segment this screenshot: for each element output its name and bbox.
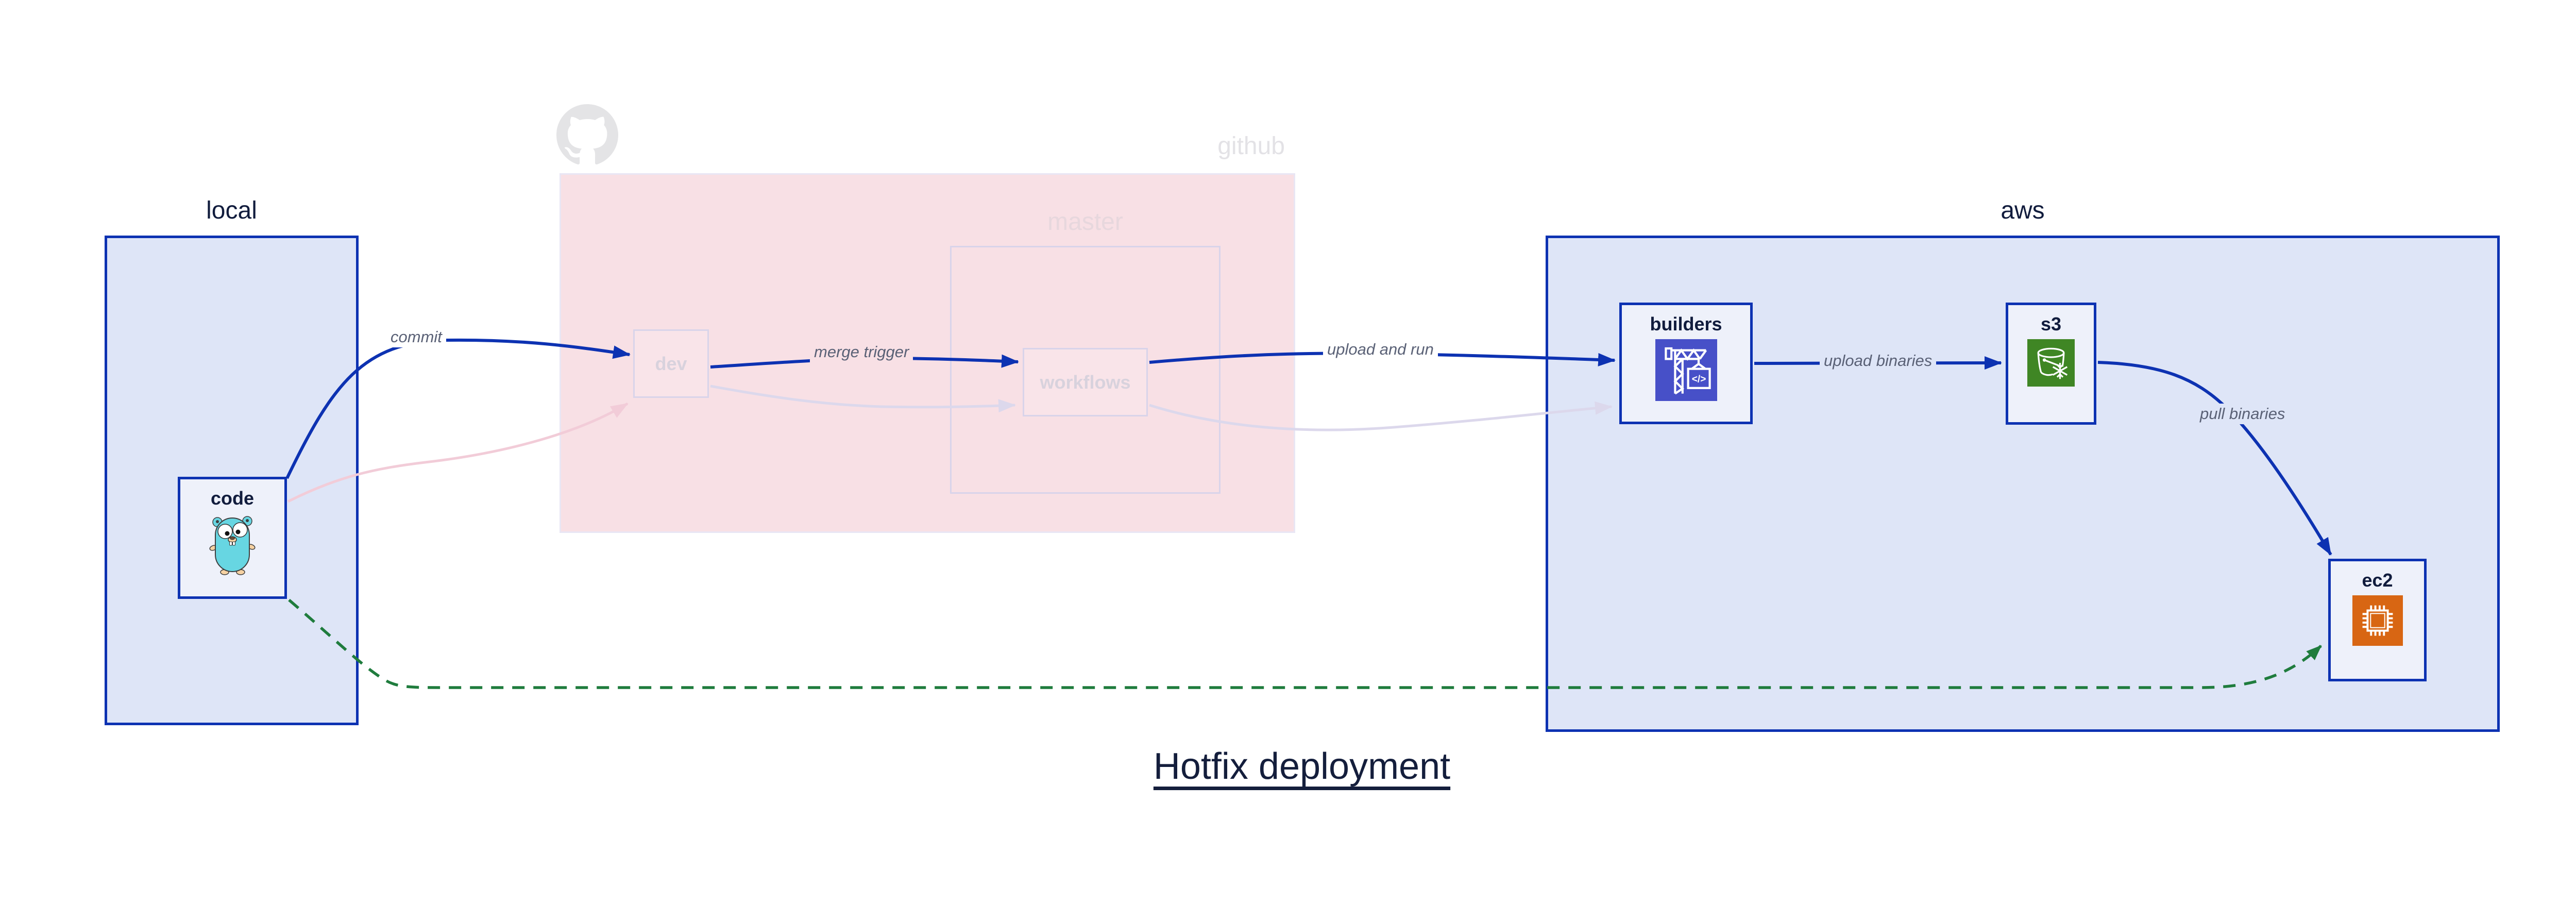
node-ec2: ec2	[2328, 559, 2427, 681]
edge-label-upload-binaries: upload binaries	[1820, 350, 1937, 371]
diagram-title: Hotfix deployment	[1153, 746, 1451, 787]
svg-text:</>: </>	[1691, 374, 1706, 385]
edge-hotfix-dashed-line	[288, 598, 2322, 689]
node-workflows-label: workflows	[1040, 371, 1131, 393]
edge-workflows-builders-faded	[1149, 401, 1613, 431]
edge-label-commit: commit	[386, 327, 446, 347]
octocat-icon	[556, 104, 618, 165]
edge-label-upload-and-run: upload and run	[1323, 339, 1438, 360]
node-dev-label: dev	[655, 353, 687, 374]
node-code-label: code	[210, 488, 255, 509]
edge-code-dev-faded	[287, 402, 629, 503]
node-dev: dev	[633, 329, 709, 398]
ec2-chip-icon	[2352, 595, 2403, 646]
container-label-github: github	[1217, 132, 1285, 160]
container-label-master: master	[1047, 208, 1123, 236]
node-s3-label: s3	[2040, 313, 2062, 335]
gopher-icon	[209, 516, 256, 575]
edge-dev-workflows-faded	[710, 385, 1016, 413]
container-master	[950, 246, 1221, 494]
node-workflows: workflows	[1023, 348, 1148, 416]
node-builders: builders </>	[1619, 303, 1753, 424]
edge-label-pull-binaries: pull binaries	[2196, 404, 2290, 424]
codebuild-crane-icon: </>	[1655, 339, 1717, 401]
edge-label-merge-trigger: merge trigger	[810, 342, 913, 362]
node-builders-label: builders	[1650, 313, 1722, 335]
edge-pull-binaries-line	[2097, 361, 2332, 556]
node-s3: s3	[2006, 303, 2096, 425]
s3-bucket-snowflake-icon	[2027, 339, 2075, 387]
container-label-aws: aws	[2001, 197, 2045, 224]
node-ec2-label: ec2	[2362, 570, 2393, 591]
node-code: code	[178, 477, 287, 599]
container-label-local: local	[206, 197, 257, 224]
